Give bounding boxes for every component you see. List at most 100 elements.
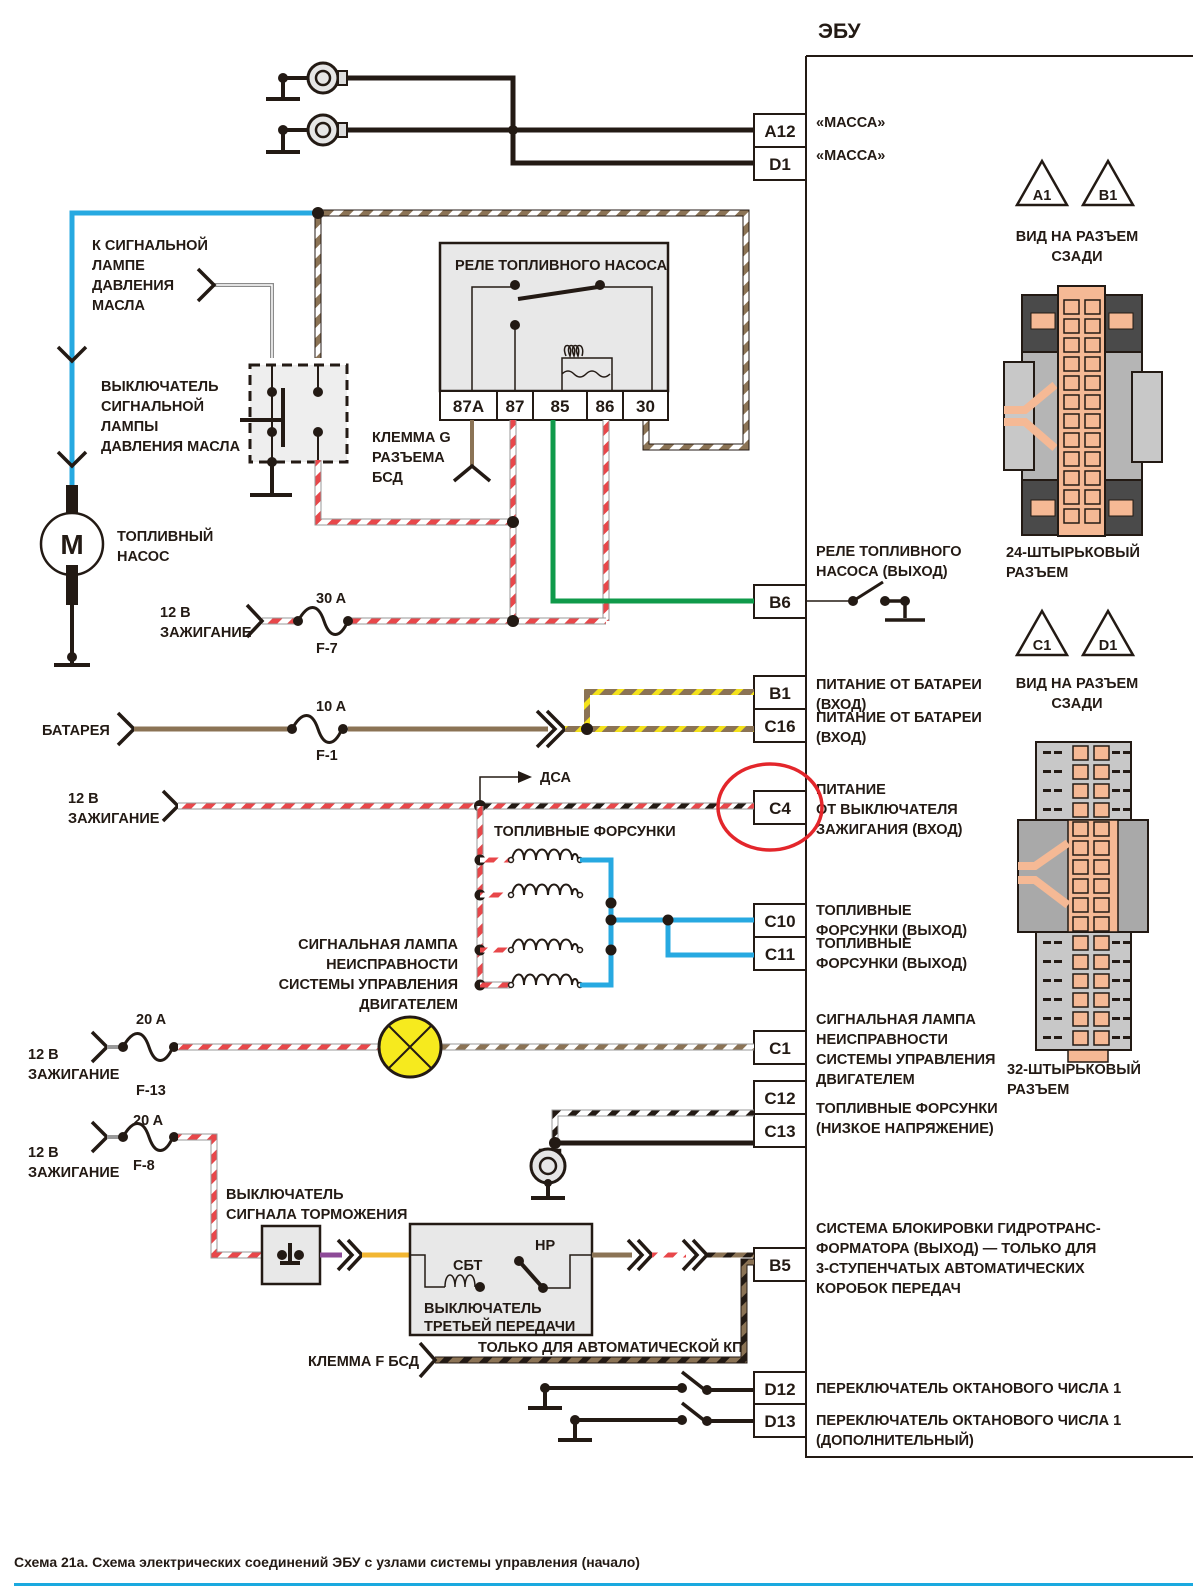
svg-text:C1: C1: [1033, 638, 1052, 654]
oil-lamp-ref-label: К СИГНАЛЬНОЙ ЛАМПЕ ДАВЛЕНИЯ МАСЛА: [92, 236, 208, 314]
ecu-title: ЭБУ: [818, 20, 862, 43]
pin-description: ОТ ВЫКЛЮЧАТЕЛЯ: [816, 802, 958, 818]
svg-text:КЛЕММА G: КЛЕММА G: [372, 430, 451, 446]
connector-pin: [1063, 318, 1080, 334]
svg-text:РАЗЪЕМА: РАЗЪЕМА: [372, 450, 445, 466]
pin-description: (ВХОД): [816, 697, 866, 713]
pin-label: C1: [769, 1039, 791, 1058]
sensor-1-icon: [266, 61, 348, 101]
svg-text:НАСОС: НАСОС: [117, 549, 170, 565]
svg-text:12 В: 12 В: [68, 791, 99, 807]
pin-description: СИГНАЛЬНАЯ ЛАМПА: [816, 1012, 976, 1028]
connector-pin: [1072, 935, 1089, 951]
svg-text:ЗАЖИГАНИЕ: ЗАЖИГАНИЕ: [160, 625, 252, 641]
connector-pin: [1084, 432, 1101, 448]
connector-chevron-icon: [56, 345, 88, 364]
svg-text:СИГНАЛЬНАЯ ЛАМПА: СИГНАЛЬНАЯ ЛАМПА: [298, 937, 458, 953]
connector-pin: [1072, 1011, 1089, 1027]
mil-lamp-icon: [377, 1015, 443, 1079]
connector-pin: [1093, 783, 1110, 799]
pin-label: C16: [764, 717, 795, 736]
ecu-pin-c4: C4 ПИТАНИЕ ОТ ВЫКЛЮЧАТЕЛЯ ЗАЖИГАНИЯ (ВХОД): [753, 782, 963, 838]
double-chevron-icon: [681, 1238, 710, 1272]
svg-text:РАЗЪЕМ: РАЗЪЕМ: [1007, 1082, 1069, 1098]
connector-pin: [1093, 802, 1110, 818]
injector-coil-icon: [474, 938, 584, 956]
pin-description: ПЕРЕКЛЮЧАТЕЛЬ ОКТАНОВОГО ЧИСЛА 1: [816, 1381, 1121, 1397]
svg-text:СИГНАЛА ТОРМОЖЕНИЯ: СИГНАЛА ТОРМОЖЕНИЯ: [226, 1207, 407, 1223]
svg-text:Схема 21а. Схема электрических: Схема 21а. Схема электрических соединени…: [14, 1554, 640, 1570]
connector-pin: [1072, 764, 1089, 780]
terminal-g-label: КЛЕММА G РАЗЪЕМА БСД: [372, 420, 492, 486]
connector-pin: [1084, 394, 1101, 410]
connector-pin: [1084, 318, 1101, 334]
pin-description: (НИЗКОЕ НАПРЯЖЕНИЕ): [816, 1121, 994, 1137]
svg-text:30 A: 30 A: [316, 591, 347, 607]
pin-description: КОРОБОК ПЕРЕДАЧ: [816, 1281, 961, 1297]
c12-c13-circuit: [529, 1109, 754, 1200]
connector-pin: [1084, 489, 1101, 505]
relay-terminal: [532, 390, 588, 421]
pin-description: ФОРСУНКИ (ВЫХОД): [816, 923, 967, 939]
svg-text:ВИД НА РАЗЪЕМ: ВИД НА РАЗЪЕМ: [1016, 676, 1139, 692]
connector-chevron-icon: [418, 1341, 438, 1379]
connector-chevron-icon: [452, 463, 492, 483]
connector-pin: [1084, 413, 1101, 429]
connector-pin: [1063, 413, 1080, 429]
pin-label: D13: [764, 1412, 795, 1431]
connector-pin: [1093, 973, 1110, 989]
pin-description: ФОРСУНКИ (ВЫХОД): [816, 956, 967, 972]
pin-label: C10: [764, 912, 795, 931]
ecu-pin-a12: A12 «МАССА»: [753, 113, 885, 148]
connector-pin: [1072, 992, 1089, 1008]
fuse-f1: 10 A F-1: [287, 699, 348, 764]
svg-text:СЗАДИ: СЗАДИ: [1051, 249, 1102, 265]
connector-pin: [1072, 973, 1089, 989]
figure-caption: Схема 21а. Схема электрических соединени…: [14, 1554, 1193, 1586]
connector-chevron-icon: [116, 711, 137, 747]
connector-chevron-icon: [161, 789, 181, 823]
pin-label: C12: [764, 1089, 795, 1108]
pin-description: ЗАЖИГАНИЯ (ВХОД): [816, 822, 963, 838]
connector-pin: [1072, 802, 1089, 818]
pin-description: ТОПЛИВНЫЕ ФОРСУНКИ: [816, 1101, 998, 1117]
sensor-3-icon: [529, 1147, 567, 1200]
connector-pin: [1063, 432, 1080, 448]
pin-label: A12: [764, 122, 795, 141]
oil-pressure-switch: [240, 363, 349, 497]
terminal-f-label: КЛЕММА F БСД: [308, 1354, 420, 1370]
pin-description: «МАССА»: [816, 115, 885, 131]
svg-text:ВЫКЛЮЧАТЕЛЬ: ВЫКЛЮЧАТЕЛЬ: [424, 1301, 542, 1317]
dsa-label: ДСА: [540, 770, 571, 786]
pin-label: C4: [769, 799, 791, 818]
pin-description: НЕИСПРАВНОСТИ: [816, 1032, 948, 1048]
connector-pin: [1084, 356, 1101, 372]
relay-title: РЕЛЕ ТОПЛИВНОГО НАСОСА: [455, 258, 668, 274]
relay-terminal: [622, 390, 669, 421]
pin-description: ПИТАНИЕ: [816, 782, 886, 798]
pin-label: B1: [769, 684, 791, 703]
connector-tag-b1: B1: [1080, 158, 1136, 207]
connector-pin: [1093, 1030, 1110, 1046]
connector-chevron-icon: [196, 267, 217, 303]
oil-switch-label: ВЫКЛЮЧАТЕЛЬ СИГНАЛЬНОЙ ЛАМПЫ ДАВЛЕНИЯ МА…: [101, 379, 241, 455]
pin-label: D1: [769, 155, 791, 174]
svg-text:20 A: 20 A: [133, 1113, 164, 1129]
connector-pin: [1072, 897, 1089, 913]
connector-pin: [1072, 954, 1089, 970]
pin-description: (ВХОД): [816, 730, 866, 746]
battery-circuit: БАТАРЕЯ 10 A F-1: [42, 689, 754, 764]
connector-pin: [1093, 992, 1110, 1008]
connector-pin: [1093, 935, 1110, 951]
svg-text:РАЗЪЕМ: РАЗЪЕМ: [1006, 565, 1068, 581]
svg-text:10 A: 10 A: [316, 699, 347, 715]
connector-pin: [1072, 745, 1089, 761]
svg-text:D1: D1: [1099, 638, 1118, 654]
connector-chevron-icon: [90, 1030, 110, 1064]
svg-text:СЗАДИ: СЗАДИ: [1051, 696, 1102, 712]
